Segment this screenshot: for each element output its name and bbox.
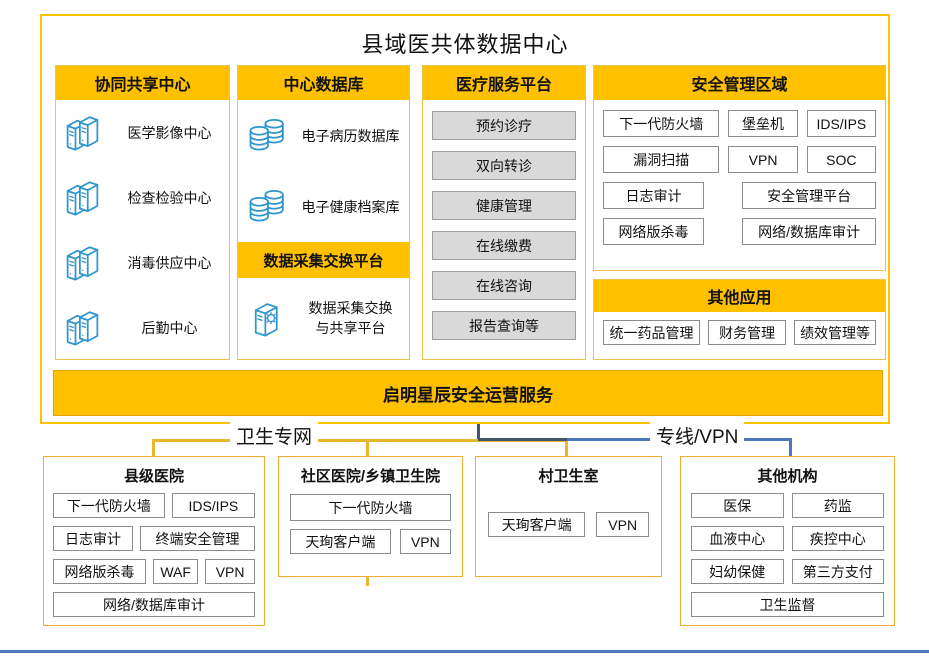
collab-item-label: 医学影像中心 (127, 124, 212, 141)
other-org-header: 其他机构 (757, 468, 818, 485)
server-icon (66, 310, 99, 345)
security-item: SOC (806, 146, 876, 173)
other-apps-panel: 其他应用 统一药品管理 财务管理 绩效管理等 (593, 279, 886, 360)
medical-service-item: 在线缴费 (432, 231, 576, 260)
security-column: 安全管理区域 下一代防火墙 堡垒机 IDS/IPS 漏洞扫描 VPN SOC 日… (593, 65, 886, 360)
collab-item-label: 消毒供应中心 (127, 254, 212, 271)
vpn-line-label: 专线/VPN (650, 422, 745, 449)
community-item: 下一代防火墙 (290, 494, 451, 521)
other-org-item: 医保 (691, 493, 784, 518)
drop-village-clinic (565, 441, 568, 457)
bottom-blue-strip (0, 650, 929, 653)
county-hospital-header: 县级医院 (123, 468, 184, 485)
security-item: 堡垒机 (728, 110, 798, 137)
security-item: IDS/IPS (806, 110, 876, 137)
list-item: 医学影像中心 (56, 100, 229, 165)
community-hospital-header: 社区医院/乡镇卫生院 (300, 468, 441, 485)
security-item: 安全管理平台 (742, 182, 876, 209)
other-org-item: 第三方支付 (791, 559, 884, 584)
county-item: VPN (205, 559, 255, 584)
server-icon (66, 115, 99, 150)
exchange-server-icon (254, 303, 278, 337)
security-item: 漏洞扫描 (603, 146, 720, 173)
other-app-item: 绩效管理等 (794, 320, 876, 345)
county-item: 日志审计 (53, 526, 133, 551)
other-org-item: 药监 (791, 493, 884, 518)
list-item: 检查检验中心 (56, 165, 229, 230)
database-icon (249, 189, 284, 221)
drop-community-hospital (366, 441, 369, 457)
connector-stem (477, 424, 480, 440)
other-app-item: 统一药品管理 (603, 320, 701, 345)
community-item: VPN (399, 529, 451, 554)
central-db-header: 中心数据库 (238, 66, 409, 100)
county-hospital-box: 县级医院 下一代防火墙 IDS/IPS 日志审计 终端安全管理 网络版杀毒 WA… (43, 456, 265, 626)
village-clinic-box: 村卫生室 天珣客户端 VPN (475, 456, 662, 577)
exchange-platform-label: 数据采集交换 与共享平台 (296, 299, 405, 338)
medical-service-panel: 医疗服务平台 预约诊疗 双向转诊 健康管理 在线缴费 在线咨询 报告查询等 (422, 65, 586, 360)
central-db-panel: 中心数据库 电子病历数据库 电子健康档案库 (237, 65, 410, 360)
security-item: 网络版杀毒 (603, 218, 704, 245)
db-item-label: 电子病历数据库 (301, 127, 400, 144)
security-item: 日志审计 (603, 182, 704, 209)
security-zone-panel: 安全管理区域 下一代防火墙 堡垒机 IDS/IPS 漏洞扫描 VPN SOC 日… (593, 65, 886, 271)
list-item: 后勤中心 (56, 295, 229, 360)
other-org-item: 血液中心 (691, 526, 784, 551)
community-item: 天珣客户端 (290, 529, 391, 554)
drop-county-hospital (152, 441, 155, 457)
medical-service-item: 报告查询等 (432, 311, 576, 340)
list-item: 电子健康档案库 (238, 171, 409, 242)
page-title: 县域医共体数据中心 (361, 32, 569, 57)
village-item: VPN (596, 512, 649, 537)
security-item: VPN (728, 146, 798, 173)
county-item: WAF (153, 559, 199, 584)
village-item: 天珣客户端 (488, 512, 586, 537)
vpn-drop-other-org (789, 440, 792, 457)
other-org-item: 卫生监督 (691, 592, 884, 617)
county-item: 网络/数据库审计 (53, 592, 255, 617)
medical-service-item: 预约诊疗 (432, 111, 576, 140)
community-hospital-box: 社区医院/乡镇卫生院 下一代防火墙 天珣客户端 VPN (278, 456, 463, 577)
medical-service-item: 双向转诊 (432, 151, 576, 180)
other-org-box: 其他机构 医保 药监 血液中心 疾控中心 妇幼保健 第三方支付 卫生监督 (680, 456, 895, 626)
connector-dark-segment (478, 438, 567, 441)
county-item: 终端安全管理 (139, 526, 255, 551)
health-network-line (152, 439, 568, 442)
collab-item-label: 检查检验中心 (127, 189, 212, 206)
county-item: IDS/IPS (171, 493, 255, 518)
server-icon (66, 180, 99, 215)
server-icon (66, 245, 99, 280)
data-exchange-platform-header: 数据采集交换平台 (238, 242, 409, 278)
health-network-label: 卫生专网 (230, 422, 319, 449)
database-icon (249, 118, 284, 150)
other-org-item: 妇幼保健 (691, 559, 784, 584)
collab-share-center-header: 协同共享中心 (56, 66, 229, 100)
list-item: 数据采集交换 与共享平台 (238, 278, 409, 360)
exchange-platform-line1: 数据采集交换 (308, 300, 393, 317)
collab-item-label: 后勤中心 (141, 319, 198, 336)
db-item-label: 电子健康档案库 (301, 198, 400, 215)
list-item: 消毒供应中心 (56, 230, 229, 295)
village-clinic-header: 村卫生室 (538, 468, 599, 485)
other-org-item: 疾控中心 (791, 526, 884, 551)
medical-service-item: 在线咨询 (432, 271, 576, 300)
other-app-item: 财务管理 (708, 320, 787, 345)
other-apps-header: 其他应用 (594, 280, 885, 312)
collab-share-center-panel: 协同共享中心 医学影像中心 检查检验中心 (55, 65, 230, 360)
community-bottom-tick (366, 577, 369, 586)
security-item: 网络/数据库审计 (742, 218, 876, 245)
exchange-platform-line2: 与共享平台 (315, 320, 386, 336)
security-item: 下一代防火墙 (603, 110, 720, 137)
list-item: 电子病历数据库 (238, 100, 409, 171)
county-item: 网络版杀毒 (53, 559, 146, 584)
medical-service-header: 医疗服务平台 (423, 66, 585, 100)
security-operation-service-bar: 启明星辰安全运营服务 (53, 370, 883, 416)
data-center-container: 县域医共体数据中心 协同共享中心 医学影像中心 (40, 14, 890, 424)
security-zone-header: 安全管理区域 (594, 66, 885, 100)
county-item: 下一代防火墙 (53, 493, 165, 518)
medical-service-item: 健康管理 (432, 191, 576, 220)
